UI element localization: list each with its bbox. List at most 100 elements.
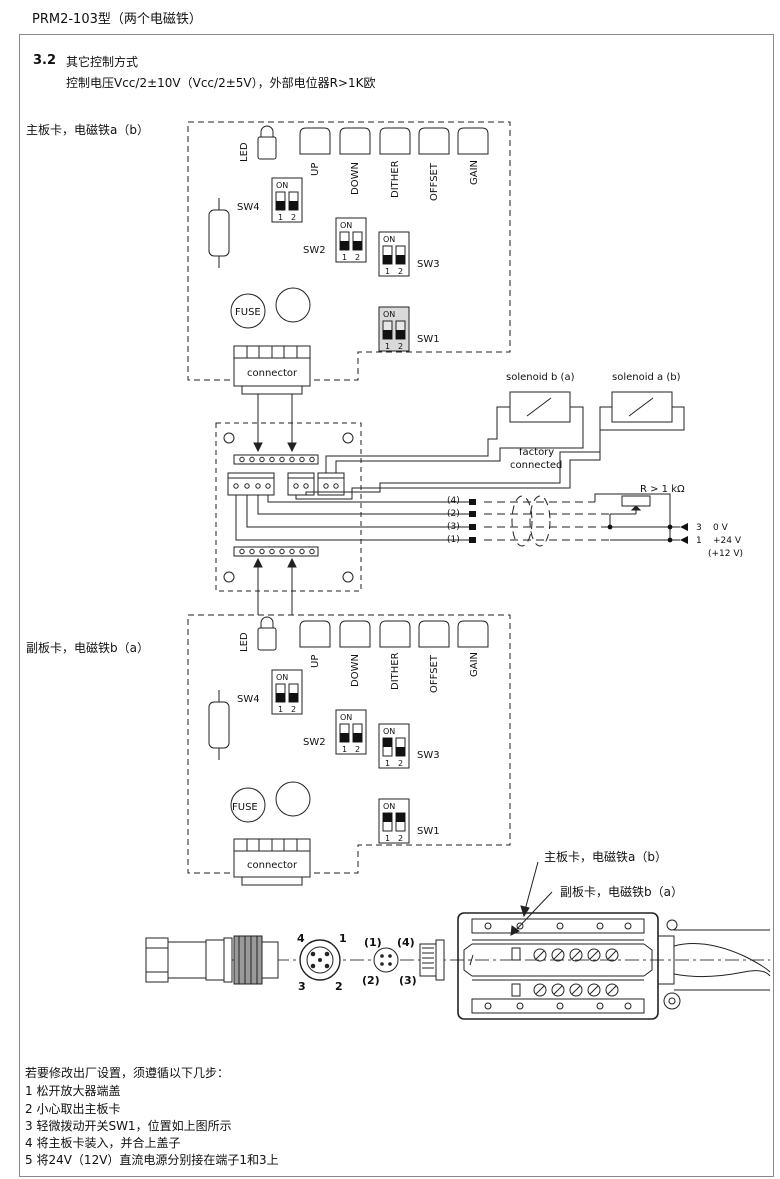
junction-dot — [667, 524, 673, 530]
sub-led-indicator: LED — [239, 616, 277, 652]
wire-end-markers — [469, 499, 476, 543]
sub-card-callout: 副板卡，电磁铁b（a） — [560, 884, 683, 899]
sub-trimmer-row — [299, 620, 489, 648]
instruction-step: 2 小心取出主板卡 — [25, 1102, 121, 1116]
sub-sw2-label: SW2 — [303, 737, 326, 748]
svg-text:2: 2 — [355, 253, 360, 262]
pin-label-1: 1 — [339, 932, 347, 945]
svg-text:2: 2 — [355, 745, 360, 754]
svg-text:2: 2 — [398, 759, 403, 768]
svg-text:1: 1 — [385, 759, 390, 768]
pin-label-p1: (1) — [364, 936, 382, 949]
solenoid-b-label: solenoid b (a) — [506, 372, 575, 383]
sub-card-label: 副板卡，电磁铁b（a） — [26, 641, 149, 655]
socket-face-small — [373, 947, 399, 973]
sw4-label: SW4 — [237, 202, 260, 213]
solenoid-a-label: solenoid a (b) — [612, 372, 681, 383]
resistor-label: R > 1 kΩ — [640, 484, 685, 495]
sub-sw1-label: SW1 — [417, 826, 440, 837]
middle-board — [215, 422, 362, 592]
terminal-1-num: 1 — [696, 536, 702, 546]
svg-text:1: 1 — [385, 267, 390, 276]
capacitor-component — [208, 198, 230, 268]
m12-plug — [145, 935, 279, 985]
terminal-3-val: 0 V — [713, 523, 729, 533]
terminal-3-num: 3 — [696, 523, 702, 533]
pin-label-3: 3 — [298, 980, 306, 993]
sub-trim-label-up: UP — [310, 655, 321, 668]
section-subtitle: 控制电压Vcc/2±10V（Vcc/2±5V），外部电位器R>1K欧 — [66, 76, 376, 90]
svg-text:connector: connector — [247, 368, 298, 379]
svg-text:ON: ON — [383, 310, 395, 319]
wire-label-4: (4) — [447, 496, 460, 506]
sw4-dip-switch: ON 1 2 — [271, 177, 303, 223]
instruction-step: 5 将24V（12V）直流电源分别接在端子1和3上 — [25, 1153, 279, 1167]
cable-dashed — [484, 495, 610, 547]
svg-text:ON: ON — [276, 673, 288, 682]
card-leader-lines — [510, 861, 553, 936]
connected-label: connected — [510, 460, 562, 471]
svg-text:1: 1 — [278, 213, 283, 222]
svg-text:1: 1 — [342, 745, 347, 754]
page-frame — [19, 34, 774, 1177]
pin-label-p3: (3) — [399, 974, 417, 987]
sub-trim-label-offset: OFFSET — [429, 654, 440, 693]
sub-capacitor-component — [208, 690, 230, 760]
wire-label-3: (3) — [447, 522, 460, 532]
svg-text:ON: ON — [276, 181, 288, 190]
receptacle — [419, 939, 445, 981]
sub-card — [187, 614, 511, 874]
svg-text:LED: LED — [239, 632, 250, 652]
svg-text:1: 1 — [342, 253, 347, 262]
pin-label-p2: (2) — [362, 974, 380, 987]
trim-label-up: UP — [310, 163, 321, 176]
socket-face — [299, 939, 341, 981]
instruction-step: 3 轻微拨动开关SW1，位置如上图所示 — [25, 1119, 232, 1133]
svg-text:2: 2 — [291, 705, 296, 714]
sub-sw1-dip-switch: ON 1 2 — [378, 798, 410, 844]
main-card — [187, 121, 511, 381]
sub-sw3-label: SW3 — [417, 750, 440, 761]
wire-label-2: (2) — [447, 509, 460, 519]
wire-label-1: (1) — [447, 535, 460, 545]
terminal-3-arrow — [680, 523, 688, 531]
sub-trim-label-gain: GAIN — [469, 652, 480, 677]
sw1-label: SW1 — [417, 334, 440, 345]
led-indicator: LED — [239, 125, 277, 162]
junction-dot — [607, 524, 613, 530]
svg-text:ON: ON — [383, 235, 395, 244]
main-card-label: 主板卡，电磁铁a（b） — [26, 123, 149, 137]
sw3-label: SW3 — [417, 259, 440, 270]
svg-text:2: 2 — [291, 213, 296, 222]
signal-wires — [235, 495, 470, 541]
svg-text:ON: ON — [340, 221, 352, 230]
trim-label-gain: GAIN — [469, 160, 480, 185]
svg-text:2: 2 — [398, 834, 403, 843]
junction-dot — [667, 537, 673, 543]
instructions-intro: 若要修改出厂设置，须遵循以下几步： — [25, 1066, 230, 1080]
sub-trim-label-down: DOWN — [350, 654, 361, 687]
sub-connector: connector — [233, 838, 311, 886]
amplifier-housing — [457, 912, 771, 1020]
round-component — [275, 287, 311, 323]
svg-text:FUSE: FUSE — [235, 307, 261, 318]
trimmer-row — [299, 127, 489, 155]
sub-sw4-label: SW4 — [237, 694, 260, 705]
sw2-dip-switch: ON 1 2 — [335, 217, 367, 263]
solenoid-wires — [295, 406, 685, 500]
terminal-1-arrow — [680, 536, 688, 544]
led-label: LED — [239, 142, 250, 162]
sub-sw2-dip-switch: ON 1 2 — [335, 709, 367, 755]
main-connector: connector — [233, 345, 311, 395]
svg-text:2: 2 — [398, 267, 403, 276]
sw1-dip-switch: ON 1 2 — [378, 306, 410, 352]
sw3-dip-switch: ON 1 2 — [378, 231, 410, 277]
svg-text:1: 1 — [278, 705, 283, 714]
svg-text:1: 1 — [385, 834, 390, 843]
sub-round-component — [275, 781, 311, 817]
trim-label-dither: DITHER — [390, 160, 401, 198]
terminal-1-alt: (+12 V) — [708, 549, 743, 559]
sw2-label: SW2 — [303, 245, 326, 256]
svg-text:1: 1 — [385, 342, 390, 351]
